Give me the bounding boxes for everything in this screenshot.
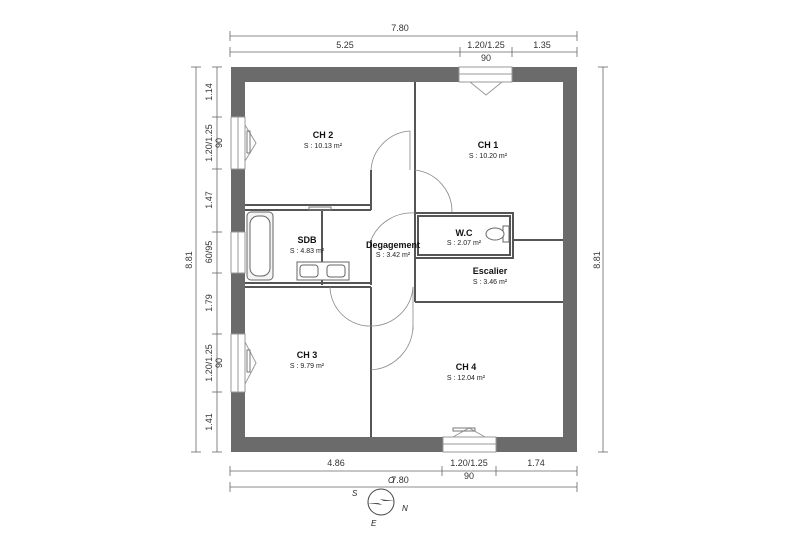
- room-label-wc: W.C S : 2.07 m²: [447, 228, 482, 247]
- dim-bottom-window-sub: 90: [464, 471, 474, 481]
- dim-bottom-window: 1.20/1.25: [450, 458, 488, 468]
- dim-left-seg: 1.47: [204, 191, 214, 209]
- compass-south: S: [352, 489, 358, 498]
- room-name: W.C: [456, 228, 473, 238]
- dim-left-seg: 1.20/1.25: [204, 344, 214, 382]
- compass-ring: [367, 488, 395, 516]
- room-name: CH 1: [478, 140, 499, 150]
- room-name: Escalier: [473, 266, 508, 276]
- dim-left-seg: 90: [214, 138, 224, 148]
- interior-walls: [245, 82, 563, 437]
- doors: [329, 130, 453, 371]
- windows: [230, 66, 513, 453]
- room-label-escalier: Escalier S : 3.46 m²: [473, 266, 508, 286]
- room-label-ch4: CH 4 S : 12.04 m²: [447, 362, 486, 382]
- dim-top-left: 5.25: [336, 40, 354, 50]
- room-area: S : 10.20 m²: [469, 153, 508, 160]
- toilet-icon: [485, 225, 510, 243]
- room-area: S : 10.13 m²: [304, 143, 343, 150]
- dim-left-total: 8.81: [184, 251, 194, 269]
- room-name: Degagement: [366, 240, 420, 250]
- dim-left-seg: 1.41: [204, 413, 214, 431]
- dim-top-window-sub: 90: [481, 53, 491, 63]
- outer-walls: [231, 67, 577, 452]
- room-area: S : 3.42 m²: [376, 252, 411, 259]
- dim-left-seg: 1.14: [204, 83, 214, 101]
- room-label-sdb: SDB S : 4.83 m²: [290, 235, 325, 255]
- dim-left-seg: 60/95: [204, 241, 214, 264]
- dimension-lines: [191, 31, 608, 492]
- dim-left-seg: 1.79: [204, 294, 214, 312]
- room-label-ch1: CH 1 S : 10.20 m²: [469, 140, 508, 160]
- room-area: S : 12.04 m²: [447, 375, 486, 382]
- compass-east: E: [371, 519, 377, 528]
- dim-bottom-total: 7.80: [391, 475, 409, 485]
- room-name: SDB: [297, 235, 317, 245]
- dim-top-window: 1.20/1.25: [467, 40, 505, 50]
- room-label-ch2: CH 2 S : 10.13 m²: [304, 130, 343, 150]
- compass-west: O: [388, 476, 394, 485]
- dim-top-right: 1.35: [533, 40, 551, 50]
- room-name: CH 4: [456, 362, 477, 372]
- dim-bottom-left: 4.86: [327, 458, 345, 468]
- dim-left-seg: 90: [214, 358, 224, 368]
- room-name: CH 3: [297, 350, 318, 360]
- bathtub-icon: [246, 211, 274, 281]
- room-label-degagement: Degagement S : 3.42 m²: [366, 240, 420, 259]
- double-sink-icon: [296, 261, 350, 281]
- left-segment-labels: 1.14 1.20/1.25 90 1.47 60/95 1.79 1.20/1…: [204, 83, 224, 431]
- room-area: S : 9.79 m²: [290, 363, 325, 370]
- towel-rail-icons: [246, 130, 476, 432]
- dim-bottom-right: 1.74: [527, 458, 545, 468]
- room-area: S : 2.07 m²: [447, 240, 482, 247]
- dim-right-total: 8.81: [592, 251, 602, 269]
- room-area: S : 3.46 m²: [473, 279, 508, 286]
- compass-north: N: [402, 504, 408, 513]
- dim-left-seg: 1.20/1.25: [204, 124, 214, 162]
- room-label-ch3: CH 3 S : 9.79 m²: [290, 350, 325, 370]
- room-name: CH 2: [313, 130, 334, 140]
- room-area: S : 4.83 m²: [290, 248, 325, 255]
- dim-top-total: 7.80: [391, 23, 409, 33]
